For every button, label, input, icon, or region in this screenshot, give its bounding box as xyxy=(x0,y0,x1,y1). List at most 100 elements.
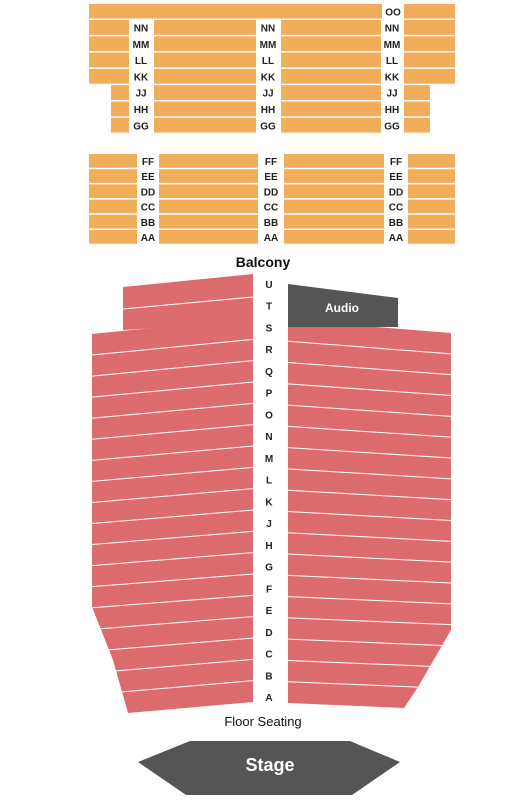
row-label-kk: KK xyxy=(261,72,276,83)
row-label-ee: EE xyxy=(389,172,403,183)
row-label-hh: HH xyxy=(385,105,399,116)
seat-block-jj-left[interactable] xyxy=(111,85,129,100)
seat-block-bb-center[interactable] xyxy=(159,214,258,229)
seat-block-gg-center[interactable] xyxy=(154,117,256,133)
row-label-nn: NN xyxy=(385,24,399,35)
floor-section[interactable] xyxy=(91,274,452,713)
floor-block-left-upper[interactable] xyxy=(123,274,253,330)
floor-block-left-main[interactable] xyxy=(92,318,253,713)
row-label-aa: AA xyxy=(389,233,403,244)
row-label-kk: KK xyxy=(134,72,149,83)
seat-block-aa-right[interactable] xyxy=(408,230,455,244)
row-label-aa: AA xyxy=(141,233,155,244)
seat-block-mm-center-right[interactable] xyxy=(281,36,381,52)
floor-seating-label: Floor Seating xyxy=(224,714,301,729)
row-label-bb: BB xyxy=(141,218,155,229)
seat-block-gg-right[interactable] xyxy=(404,117,430,133)
seat-block-oo-right[interactable] xyxy=(404,4,455,19)
seat-block-hh-center[interactable] xyxy=(154,101,256,117)
seat-block-aa-center-right[interactable] xyxy=(284,230,384,244)
seat-block-jj-right[interactable] xyxy=(404,85,430,100)
seat-block-oo-left[interactable] xyxy=(89,4,382,19)
seat-block-cc-left[interactable] xyxy=(89,199,137,214)
seat-block-kk-center-right[interactable] xyxy=(281,68,381,84)
seat-block-cc-center-right[interactable] xyxy=(284,199,384,214)
seat-block-ee-center[interactable] xyxy=(159,169,258,183)
balcony-label: Balcony xyxy=(236,254,291,270)
seat-block-jj-center[interactable] xyxy=(154,85,256,100)
row-label-s: S xyxy=(266,323,273,334)
seat-block-ll-center-right[interactable] xyxy=(281,52,381,68)
seat-block-aa-center[interactable] xyxy=(159,230,258,244)
row-label-kk: KK xyxy=(385,72,400,83)
seat-block-dd-right[interactable] xyxy=(408,184,455,199)
seat-block-jj-center-right[interactable] xyxy=(281,85,381,100)
seat-block-kk-right[interactable] xyxy=(404,68,455,84)
row-label-bb: BB xyxy=(389,218,403,229)
seat-block-ll-right[interactable] xyxy=(404,52,455,68)
seat-block-ff-left[interactable] xyxy=(89,154,137,168)
row-label-u: U xyxy=(265,280,272,291)
seat-block-bb-center-right[interactable] xyxy=(284,214,384,229)
seat-block-dd-center[interactable] xyxy=(159,184,258,199)
row-label-q: Q xyxy=(265,367,273,378)
seat-block-kk-left[interactable] xyxy=(89,68,129,84)
seat-block-ee-left[interactable] xyxy=(89,169,137,183)
row-label-aa: AA xyxy=(264,233,278,244)
row-label-dd: DD xyxy=(141,187,155,198)
seat-block-cc-center[interactable] xyxy=(159,199,258,214)
row-label-j: J xyxy=(266,519,272,530)
seat-block-nn-left[interactable] xyxy=(89,20,129,35)
row-label-gg: GG xyxy=(260,121,276,132)
seat-block-gg-left[interactable] xyxy=(111,117,129,133)
seat-block-gg-center-right[interactable] xyxy=(281,117,381,133)
seat-block-ll-left[interactable] xyxy=(89,52,129,68)
seat-block-ff-right[interactable] xyxy=(408,154,455,168)
row-label-t: T xyxy=(266,302,272,313)
seat-block-ff-center-right[interactable] xyxy=(284,154,384,168)
row-label-mm: MM xyxy=(260,40,277,51)
seat-block-ee-center-right[interactable] xyxy=(284,169,384,183)
audio-label: Audio xyxy=(325,301,359,315)
row-label-k: K xyxy=(265,497,273,508)
seat-block-mm-left[interactable] xyxy=(89,36,129,52)
row-label-mm: MM xyxy=(133,40,150,51)
seat-block-hh-right[interactable] xyxy=(404,101,430,117)
row-label-f: F xyxy=(266,584,272,595)
seat-block-nn-center[interactable] xyxy=(154,20,256,35)
floor-block-right-main[interactable] xyxy=(288,320,451,708)
seat-block-hh-center-right[interactable] xyxy=(281,101,381,117)
row-label-cc: CC xyxy=(141,203,155,214)
stage-label: Stage xyxy=(245,755,294,775)
seat-block-dd-center-right[interactable] xyxy=(284,184,384,199)
row-label-hh: HH xyxy=(134,105,148,116)
row-label-jj: JJ xyxy=(386,89,397,100)
seat-block-hh-left[interactable] xyxy=(111,101,129,117)
row-label-c: C xyxy=(265,650,272,661)
row-label-l: L xyxy=(266,476,272,487)
seat-block-mm-right[interactable] xyxy=(404,36,455,52)
seat-block-ee-right[interactable] xyxy=(408,169,455,183)
seat-block-mm-center[interactable] xyxy=(154,36,256,52)
row-label-jj: JJ xyxy=(135,89,146,100)
row-label-p: P xyxy=(266,389,273,400)
seat-block-nn-right[interactable] xyxy=(404,20,455,35)
seat-block-ll-center[interactable] xyxy=(154,52,256,68)
row-label-nn: NN xyxy=(134,24,148,35)
seat-block-nn-center-right[interactable] xyxy=(281,20,381,35)
row-label-ll: LL xyxy=(262,56,274,67)
row-label-h: H xyxy=(265,541,272,552)
seat-block-aa-left[interactable] xyxy=(89,230,137,244)
stage: Stage xyxy=(138,741,400,795)
seat-block-cc-right[interactable] xyxy=(408,199,455,214)
seat-block-bb-left[interactable] xyxy=(89,214,137,229)
seat-block-kk-center[interactable] xyxy=(154,68,256,84)
seat-block-ff-center[interactable] xyxy=(159,154,258,168)
seat-block-bb-right[interactable] xyxy=(408,214,455,229)
row-label-nn: NN xyxy=(261,24,275,35)
seat-block-dd-left[interactable] xyxy=(89,184,137,199)
row-label-m: M xyxy=(265,454,273,465)
